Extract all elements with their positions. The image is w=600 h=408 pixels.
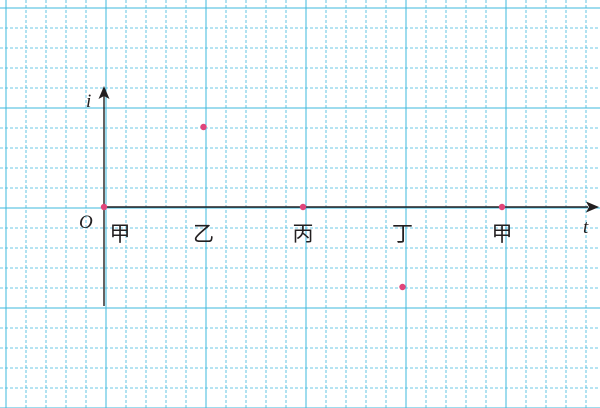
t-axis-arrow-icon <box>586 201 599 213</box>
data-point <box>100 203 108 211</box>
data-point <box>299 203 307 211</box>
data-points <box>100 123 506 291</box>
origin-label: O <box>79 212 93 233</box>
stage-label: 丙 <box>293 222 314 246</box>
data-point <box>200 123 207 131</box>
stage-labels: 甲乙丙丁甲 <box>110 222 513 246</box>
i-axis-label: i <box>86 91 91 112</box>
axes <box>98 86 599 306</box>
stage-label: 丁 <box>392 222 413 246</box>
stage-label: 甲 <box>110 222 131 246</box>
i-axis-arrow-icon <box>98 86 110 99</box>
stage-label: 乙 <box>193 222 214 246</box>
data-point <box>399 283 406 291</box>
stage-label: 甲 <box>492 222 513 246</box>
data-point <box>498 203 506 211</box>
t-axis-label: t <box>583 217 589 238</box>
